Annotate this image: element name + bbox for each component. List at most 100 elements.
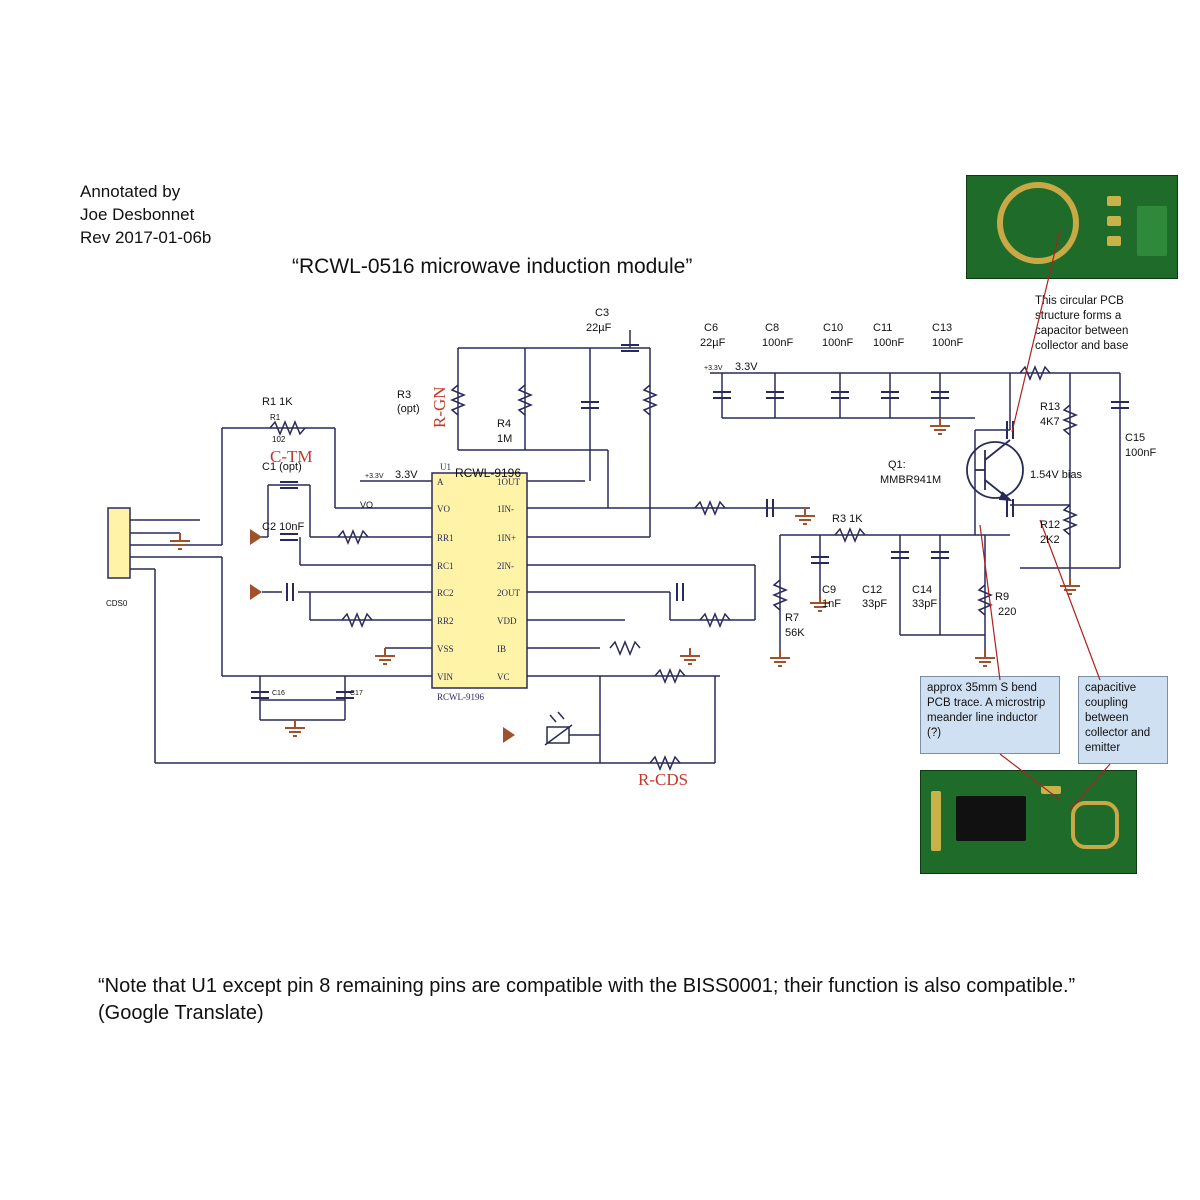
label-c8-val: 100nF: [762, 337, 793, 349]
ic-pin-2in-minus: 2IN-: [497, 561, 514, 571]
label-c13-val: 100nF: [932, 337, 963, 349]
label-c3-val: 22µF: [586, 322, 612, 334]
ic-pin-2out: 2OUT: [497, 588, 520, 598]
label-c15-val: 100nF: [1125, 447, 1156, 459]
diagram-title: “RCWL-0516 microwave induction module”: [292, 255, 693, 278]
resistor-group: [269, 365, 1078, 771]
label-c11-val: 100nF: [873, 337, 904, 349]
label-r12: R12: [1040, 519, 1060, 531]
ic-pin-vss: VSS: [437, 644, 454, 654]
label-c16: C16: [272, 690, 285, 697]
label-c11: C11: [873, 322, 892, 334]
label-c12: C12: [862, 584, 882, 596]
label-r-cds: R-CDS: [638, 770, 688, 789]
label-c8: C8: [765, 322, 779, 334]
label-v33-small-b: +3.3V: [704, 365, 723, 372]
label-r-gn: R-GN: [430, 386, 449, 428]
pcb-ring-icon: [997, 182, 1079, 264]
resistor-r5: [642, 384, 658, 416]
label-r7: R7: [785, 612, 799, 624]
ic-pin-rc2: RC2: [437, 588, 454, 598]
wire-group: [107, 330, 1121, 764]
ic-pin-vc: VC: [497, 672, 510, 682]
annotation-line-1: Annotated by: [80, 182, 181, 201]
resistor-r3: [450, 384, 466, 416]
footnote: “Note that U1 except pin 8 remaining pin…: [98, 975, 1076, 1024]
ic-pin-rr2: RR2: [437, 616, 454, 626]
label-c3: C3: [595, 307, 609, 319]
label-c15: C15: [1125, 432, 1145, 444]
resistor-r17: [699, 612, 731, 628]
resistor-r16: [649, 755, 681, 771]
ic-pin-ib: IB: [497, 644, 506, 654]
photoresistor-cds: [544, 711, 573, 746]
label-r12-val: 2K2: [1040, 534, 1060, 546]
ic-footer: RCWL-9196: [437, 692, 484, 702]
label-r4-val: 1M: [497, 433, 512, 445]
label-bias: 1.54V bias: [1030, 469, 1082, 481]
label-r3-opt: (opt): [397, 403, 420, 415]
ic-pin-rc1: RC1: [437, 561, 454, 571]
ic-pin-1in-plus: 1IN+: [497, 533, 516, 543]
label-c9-val: 1nF: [822, 598, 841, 610]
label-c14: C14: [912, 584, 932, 596]
label-c14-val: 33pF: [912, 598, 937, 610]
label-c1: C1 (opt): [262, 461, 302, 473]
resistor-r12: [1062, 504, 1078, 536]
label-vo: VO: [360, 500, 373, 510]
leader-lines: [979, 229, 1111, 811]
resistor-r13b: [1062, 404, 1078, 436]
ic-pin-a: A: [437, 477, 444, 487]
resistor-r11: [654, 668, 686, 684]
ic-pin-rr1: RR1: [437, 533, 454, 543]
label-r13-val: 4K7: [1040, 416, 1060, 428]
callout-meander-inductor: approx 35mm S bend PCB trace. A microstr…: [920, 676, 1060, 754]
label-v33-small-a: +3.3V: [365, 473, 384, 480]
capacitor-group: [250, 344, 1130, 699]
resistor-r7: [772, 579, 788, 611]
label-c17: C17: [350, 690, 363, 697]
ic-pin-vdd: VDD: [497, 616, 517, 626]
label-r4: R4: [497, 418, 511, 430]
annotation-line-2: Joe Desbonnet: [80, 205, 195, 224]
label-r13: R13: [1040, 401, 1060, 413]
label-r9-val: 220: [998, 606, 1016, 618]
connector-body: [107, 507, 131, 579]
pcb-photo-top: [966, 175, 1178, 279]
label-r9: R9: [995, 591, 1009, 603]
resistor-r13: [341, 612, 373, 628]
label-c6: C6: [704, 322, 718, 334]
label-c-tm: C-TM: [270, 447, 313, 466]
label-c9: C9: [822, 584, 836, 596]
pcb-chip-icon: [956, 796, 1026, 841]
label-c10: C10: [823, 322, 843, 334]
label-v33-b: 3.3V: [735, 361, 758, 373]
label-q1-part: MMBR941M: [880, 474, 941, 486]
pcb-meander-icon: [1071, 801, 1119, 849]
label-connector: CDS0: [106, 599, 128, 608]
resistor-r2: [337, 529, 369, 545]
label-q1: Q1:: [888, 459, 906, 471]
resistor-r4: [517, 384, 533, 416]
label-r3: R3: [397, 389, 411, 401]
label-c13: C13: [932, 322, 952, 334]
ic-pin-vin: VIN: [437, 672, 453, 682]
annotation-line-3: Rev 2017-01-06b: [80, 228, 212, 247]
label-c6-val: 22µF: [700, 337, 726, 349]
resistor-r10: [1019, 365, 1051, 381]
callout-circular-capacitor: This circular PCB structure forms a capa…: [1035, 295, 1129, 352]
ic-name: RCWL-9196: [455, 466, 521, 480]
label-r1-sub: R1: [270, 413, 281, 422]
label-v33-a: 3.3V: [395, 469, 418, 481]
ground-symbol-group: [169, 417, 1081, 743]
ic-ref: U1: [440, 462, 451, 472]
resistor-r6: [694, 500, 726, 516]
resistor-r14: [609, 640, 641, 656]
ic-body: [431, 472, 528, 689]
ic-pin-1in-minus: 1IN-: [497, 504, 514, 514]
label-c10-val: 100nF: [822, 337, 853, 349]
label-r1-val: 102: [272, 435, 286, 444]
callout-capacitive-coupling: capacitive coupling between collector an…: [1078, 676, 1168, 764]
transistor-q1: [966, 439, 1024, 502]
